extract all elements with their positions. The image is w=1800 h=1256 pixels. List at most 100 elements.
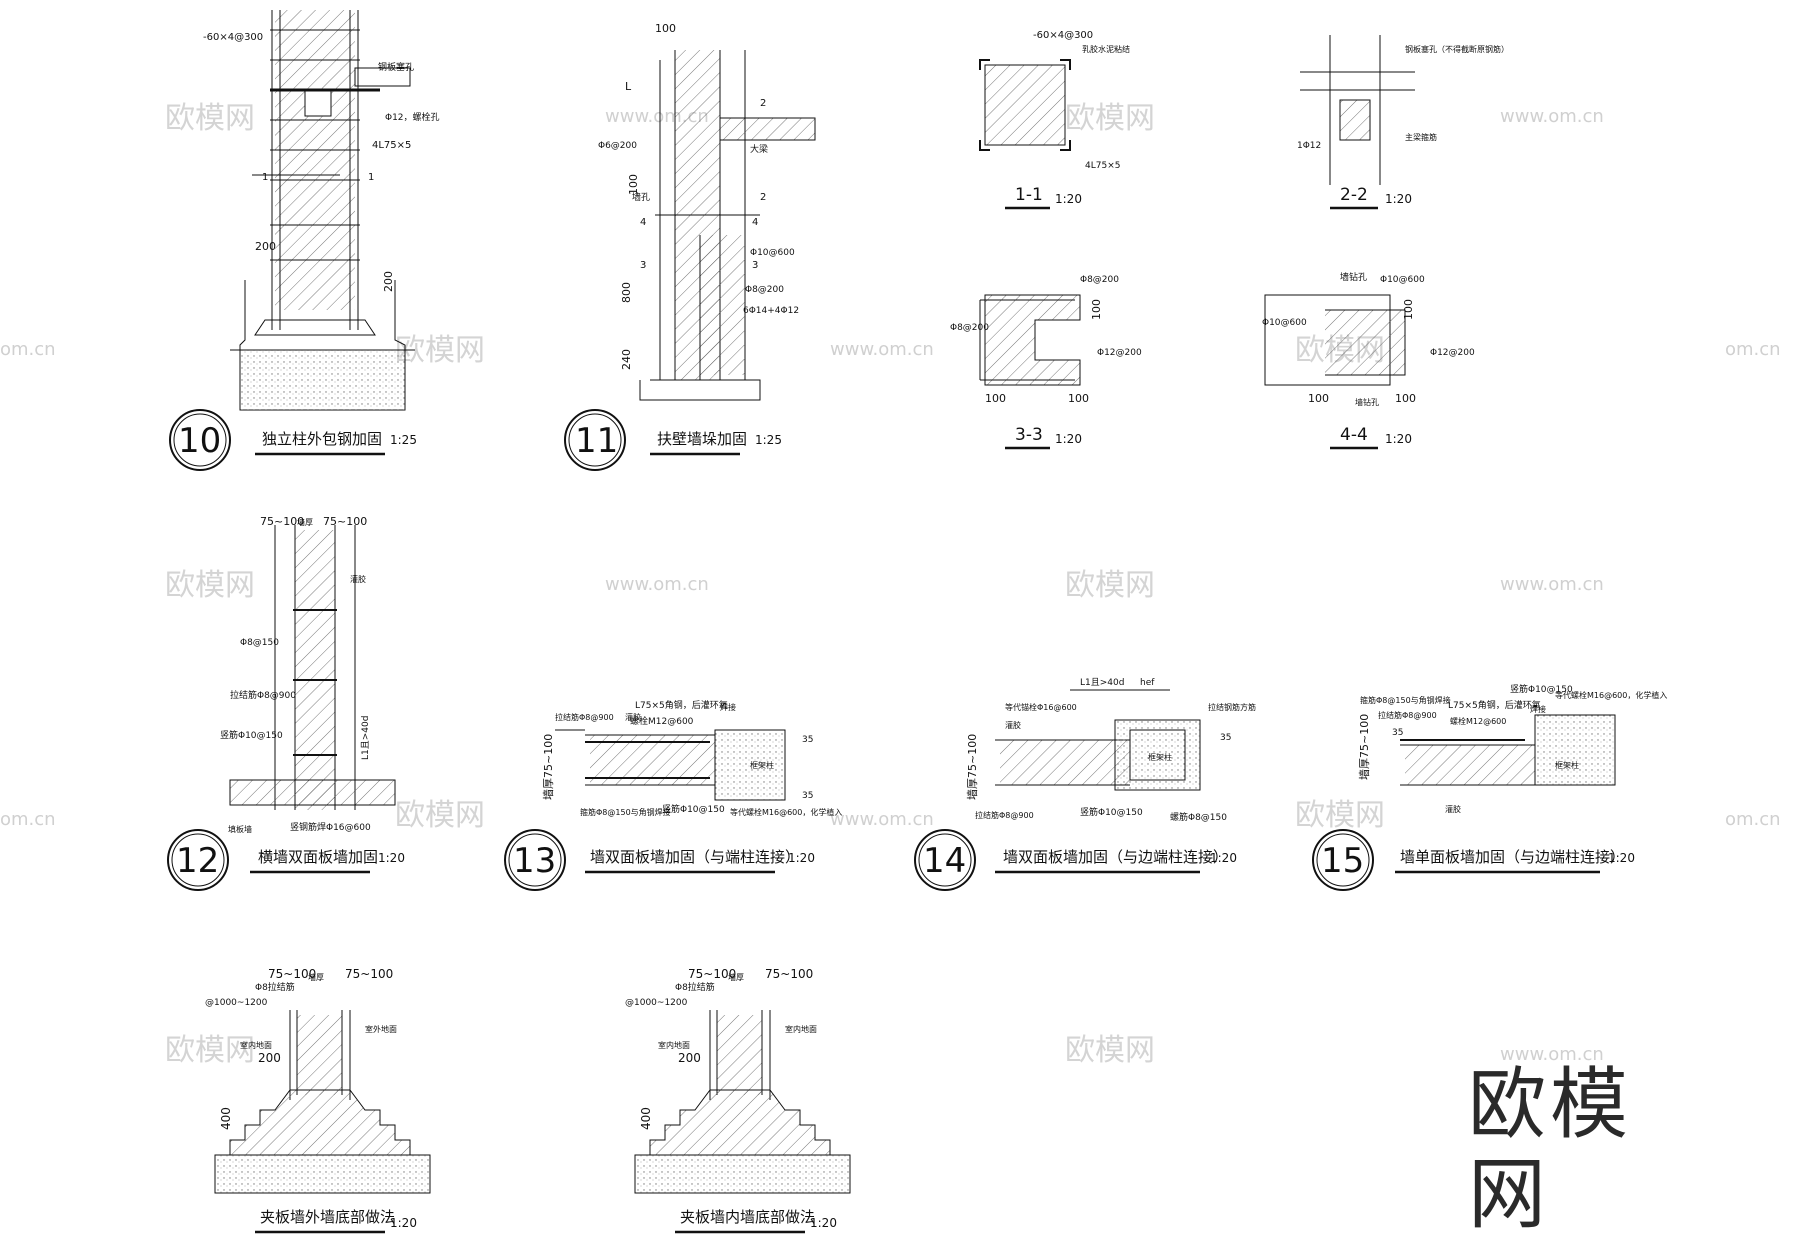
label: 墙厚 xyxy=(308,972,324,982)
watermark-url: www.om.cn xyxy=(1500,1044,1604,1065)
label: 墙厚75~100 xyxy=(1357,714,1371,780)
detail-13: 灌胶 L75×5角钢，后灌环氧 焊接 拉结筋Φ8@900 螺栓M12@600 墙… xyxy=(504,699,842,891)
label: 800 xyxy=(620,282,633,303)
label: L75×5角钢，后灌环氧 xyxy=(1448,699,1541,711)
label: 等代锚栓Φ16@600 xyxy=(1005,702,1077,712)
label: 35 xyxy=(1220,733,1231,743)
detail-scale: 1:20 xyxy=(788,851,815,865)
label: 灌胶 xyxy=(350,574,366,584)
label: 钢板塞孔（不得截断原钢筋） xyxy=(1405,44,1509,54)
label: 2 xyxy=(760,98,766,109)
watermark-url: www.om.cn xyxy=(830,339,934,360)
label: 墙厚 xyxy=(297,517,313,527)
label: 240 xyxy=(620,349,633,370)
watermark-url: om.cn xyxy=(1725,809,1781,830)
section-scale: 1:20 xyxy=(1385,432,1412,446)
detail-interior-wall-base: Φ8拉结筋 @1000~1200 75~100 墙厚 75~100 室内地面 室… xyxy=(625,967,851,1234)
section-2-2: 钢板塞孔（不得截断原钢筋） 1Φ12 主梁箍筋 2-2 1:20 xyxy=(1297,35,1509,210)
detail-title: 独立柱外包钢加固 xyxy=(262,430,382,448)
detail-scale: 1:20 xyxy=(810,1216,837,1230)
watermark-url: om.cn xyxy=(0,339,56,360)
detail-title: 墙双面板墙加固（与端柱连接） xyxy=(590,848,800,866)
label: 室内地面 xyxy=(658,1040,690,1050)
label: L1且>40d xyxy=(1080,677,1124,688)
label: 墙孔 xyxy=(632,191,650,203)
section-scale: 1:20 xyxy=(1385,192,1412,206)
detail-15: 竖筋Φ10@150 L75×5角钢，后灌环氧 等代螺栓M16@600，化学植入 … xyxy=(1312,683,1667,891)
label: 200 xyxy=(678,1051,701,1065)
label: 乳胶水泥粘结 xyxy=(1082,44,1130,54)
section-scale: 1:20 xyxy=(1055,432,1082,446)
label: 35 xyxy=(802,791,813,801)
watermark-logo: 欧模网 xyxy=(165,1033,255,1068)
detail-title: 夹板墙外墙底部做法 xyxy=(260,1208,395,1226)
label: 室内地面 xyxy=(240,1040,272,1050)
label: 100 xyxy=(1395,392,1416,405)
watermark-logo: 欧模网 xyxy=(1295,798,1385,833)
label: 100 xyxy=(1402,299,1415,320)
label: 竖筋Φ10@150 xyxy=(1080,806,1143,818)
label: Φ10@600 xyxy=(750,248,795,258)
label: L75×5角钢，后灌环氧 xyxy=(635,699,728,711)
label: 填板墙 xyxy=(228,824,252,834)
label: 箍筋Φ8@150与角钢焊接 xyxy=(580,807,671,817)
label: 200 xyxy=(382,271,395,292)
label: 4 xyxy=(752,217,758,228)
label: @1000~1200 xyxy=(205,998,268,1008)
section-title: 1-1 xyxy=(1015,185,1043,205)
label: 35 xyxy=(802,735,813,745)
section-1-1: -60×4@300 乳胶水泥粘结 4L75×5 1-1 1:20 xyxy=(979,30,1130,210)
label: 35 xyxy=(1392,728,1403,738)
label: Φ8拉结筋 xyxy=(675,981,715,993)
label: Φ8@200 xyxy=(1080,275,1119,285)
label: 灌胶 xyxy=(1445,804,1461,814)
label: 4L75×5 xyxy=(1085,161,1120,171)
label: Φ10@600 xyxy=(1262,318,1307,328)
watermark-logo-large: 欧模网 xyxy=(1468,1060,1633,1240)
watermark-logo: 欧模网 xyxy=(1065,1033,1155,1068)
section-scale: 1:20 xyxy=(1055,192,1082,206)
watermark-url: www.om.cn xyxy=(1500,106,1604,127)
label: 箍筋Φ8@150与角钢焊接 xyxy=(1360,695,1451,705)
section-3-3: Φ8@200 Φ8@200 Φ12@200 100 100 100 3-3 1:… xyxy=(950,275,1142,450)
label: 墙厚75~100 xyxy=(965,734,979,800)
label: 100 xyxy=(627,174,640,195)
detail-title: 夹板墙内墙底部做法 xyxy=(680,1208,815,1226)
detail-number: 14 xyxy=(923,841,966,881)
label: 螺栓M12@600 xyxy=(1450,716,1506,726)
label: hef xyxy=(1140,678,1155,688)
label: 螺筋Φ8@150 xyxy=(1170,811,1227,823)
label: 400 xyxy=(639,1107,653,1130)
label: 竖筋Φ10@150 xyxy=(1510,683,1573,695)
label: 螺栓M12@600 xyxy=(630,715,694,727)
detail-number: 12 xyxy=(176,841,219,881)
label: 墙厚 xyxy=(728,972,744,982)
label: 大梁 xyxy=(750,143,768,155)
watermark-url: www.om.cn xyxy=(1500,574,1604,595)
label: 焊接 xyxy=(720,702,736,712)
label: 200 xyxy=(258,1051,281,1065)
label: 框架柱 xyxy=(750,760,774,770)
watermark-url: www.om.cn xyxy=(605,574,709,595)
label: L1且>40d xyxy=(360,716,371,760)
label: 室内地面 xyxy=(785,1024,817,1034)
label: Φ10@600 xyxy=(1380,275,1425,285)
detail-number: 13 xyxy=(513,841,556,881)
label: 墙厚75~100 xyxy=(541,734,555,800)
label: 75~100 xyxy=(323,515,367,528)
label: 100 xyxy=(1090,299,1103,320)
detail-scale: 1:20 xyxy=(1210,851,1237,865)
detail-12: 75~100 墙厚 75~100 灌胶 Φ8@150 拉结筋Φ8@900 竖筋Φ… xyxy=(167,515,405,891)
detail-title: 墙单面板墙加固（与边端柱连接） xyxy=(1400,848,1625,866)
label: 75~100 xyxy=(688,967,736,981)
label: 1 xyxy=(368,172,374,183)
section-4-4: 墙钻孔 Φ10@600 Φ10@600 Φ12@200 100 100 100 … xyxy=(1262,271,1475,450)
label: -60×4@300 xyxy=(1033,30,1093,41)
watermark-logo: 欧模网 xyxy=(165,568,255,603)
detail-title: 横墙双面板墙加固 xyxy=(258,848,378,866)
label: 拉结钢筋方筋 xyxy=(1208,702,1256,712)
watermark-logo: 欧模网 xyxy=(1065,568,1155,603)
label: 400 xyxy=(219,1107,233,1130)
label: Φ6@200 xyxy=(598,141,637,151)
